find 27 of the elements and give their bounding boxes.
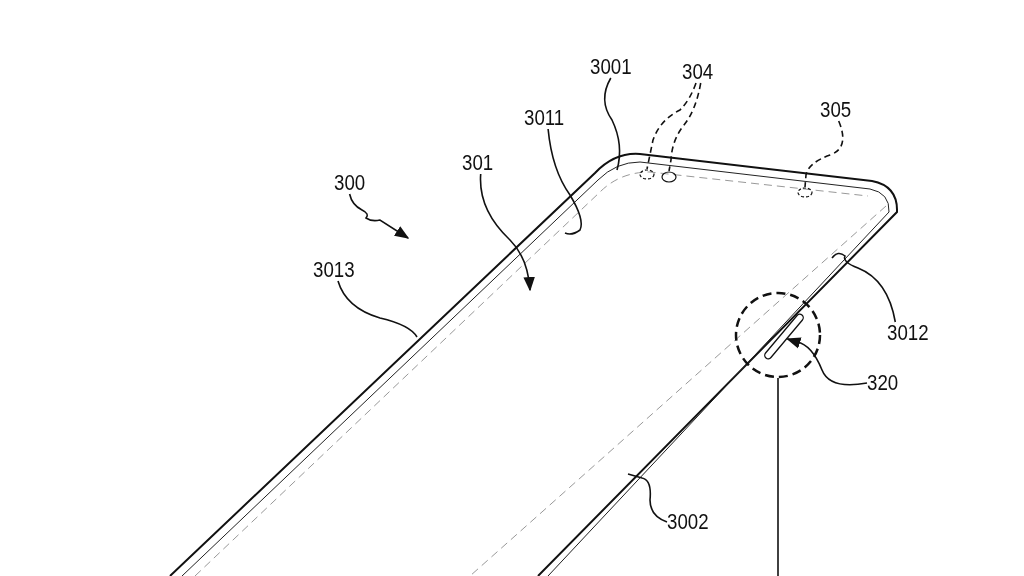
callout-number: 3012 (887, 322, 929, 344)
callout-number: 320 (867, 372, 899, 394)
leader-arrow (348, 193, 410, 239)
leader-line (668, 82, 702, 172)
hidden-sensor-hole (797, 187, 813, 198)
leader-line (603, 77, 621, 171)
slot (761, 311, 807, 362)
callout-number: 301 (462, 152, 494, 174)
sensor-hole (661, 171, 677, 183)
callout-number: 3011 (524, 107, 565, 129)
leader-line (831, 252, 897, 323)
callout-number: 305 (820, 99, 852, 121)
leader-line (646, 82, 697, 170)
leader-line (547, 128, 583, 235)
leader-line (777, 377, 779, 576)
leader-line (627, 473, 668, 523)
callout-number: 304 (682, 61, 714, 83)
hidden-sensor-hole (639, 169, 655, 180)
leader-arrow (479, 173, 535, 292)
leader-line (337, 280, 418, 338)
detail-circle (735, 292, 821, 378)
leader-line (804, 120, 844, 188)
callout-number: 3002 (667, 511, 709, 533)
callout-number: 300 (334, 172, 366, 194)
callout-number: 3001 (590, 56, 632, 78)
callout-number: 3013 (313, 259, 355, 281)
leader-arrow (786, 337, 868, 386)
